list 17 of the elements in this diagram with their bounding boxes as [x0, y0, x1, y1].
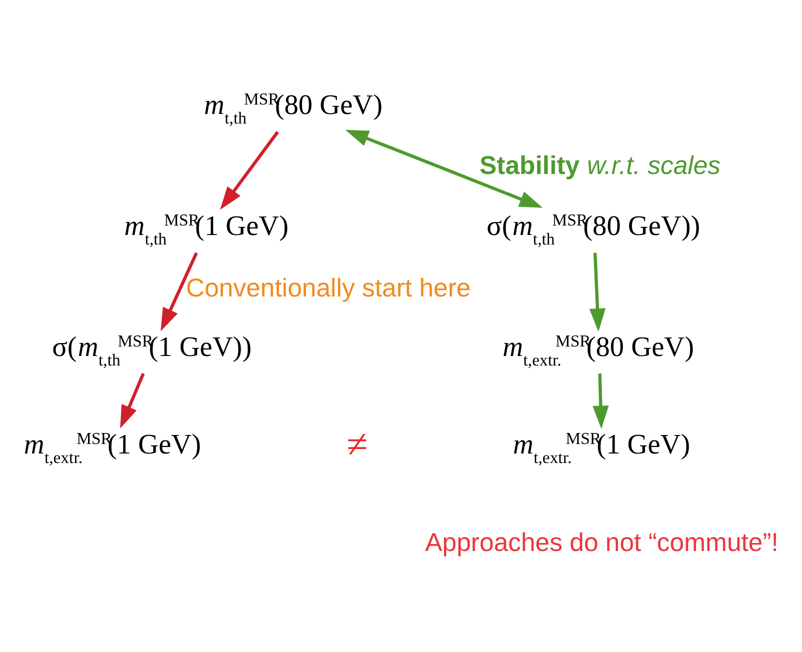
node-text: m$_{t,th}$$^{MSR}$(80 GeV) — [204, 89, 383, 128]
arrow — [592, 373, 609, 428]
arrow — [160, 252, 198, 331]
arrow — [120, 372, 145, 428]
edge-label: Stability w.r.t. scales — [480, 151, 721, 180]
node-text: m$_{t,th}$$^{MSR}$(1 GeV) — [124, 210, 289, 248]
arrow — [345, 129, 543, 208]
node-text: m$_{t,extr.}$$^{MSR}$(80 GeV) — [502, 331, 694, 370]
node-text: m$_{t,extr.}$$^{MSR}$(1 GeV) — [512, 428, 690, 466]
arrow — [220, 130, 279, 210]
node-text: m$_{t,extr.}$$^{MSR}$(1 GeV) — [24, 428, 202, 466]
arrow — [589, 252, 606, 332]
label: Approaches do not “commute”! — [425, 528, 778, 557]
node-text: σ(m$_{t,th}$$^{MSR}$(1 GeV)) — [52, 331, 252, 370]
edge-label: Conventionally start here — [186, 274, 471, 302]
label: ≠ — [346, 424, 368, 466]
node-text: σ(m$_{t,th}$$^{MSR}$(80 GeV)) — [486, 210, 700, 248]
